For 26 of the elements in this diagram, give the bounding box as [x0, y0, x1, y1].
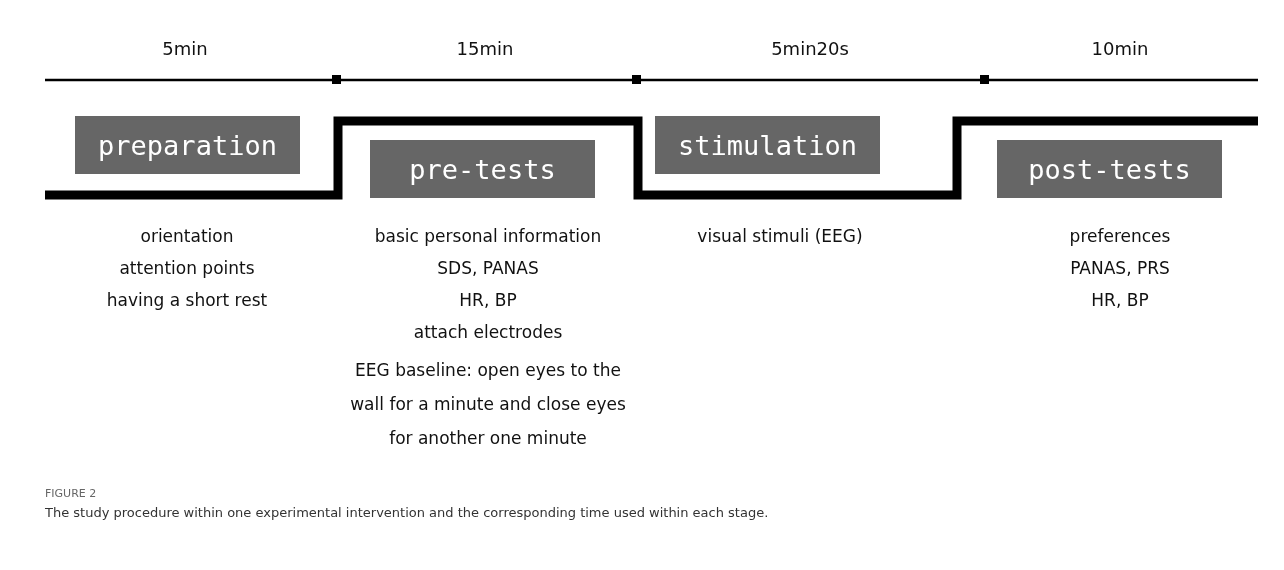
task-item: HR, BP — [1091, 289, 1149, 311]
stage-box — [655, 116, 880, 174]
task-item: orientation — [140, 225, 234, 247]
figure-number: FIGURE 2 — [45, 487, 97, 500]
task-item: attention points — [119, 257, 255, 279]
stage-title: stimulation — [678, 129, 857, 161]
task-item: SDS, PANAS — [437, 257, 539, 279]
task-item: basic personal information — [374, 225, 602, 247]
task-item: preferences — [1069, 225, 1171, 247]
task-item: EEG baseline: open eyes to the wall for a minute and close eyes for another one minute — [349, 359, 627, 450]
stage-title: post-tests — [1028, 153, 1191, 185]
task-item: attach electrodes — [413, 321, 563, 343]
duration-label: 15min — [456, 38, 514, 60]
stage-box — [75, 116, 300, 174]
stage-box — [997, 140, 1222, 198]
task-item: PANAS, PRS — [1070, 257, 1170, 279]
duration-label: 5min — [162, 38, 208, 60]
stage-box — [370, 140, 595, 198]
stage-title: pre-tests — [409, 153, 556, 185]
figure-caption: The study procedure within one experimental intervention and the corresponding time used within each stage. — [45, 505, 769, 520]
task-item: having a short rest — [106, 289, 268, 311]
duration-label: 5min20s — [771, 38, 849, 60]
stage-title: preparation — [98, 129, 277, 161]
duration-label: 10min — [1091, 38, 1149, 60]
task-item: HR, BP — [459, 289, 517, 311]
task-item: visual stimuli (EEG) — [697, 225, 863, 247]
